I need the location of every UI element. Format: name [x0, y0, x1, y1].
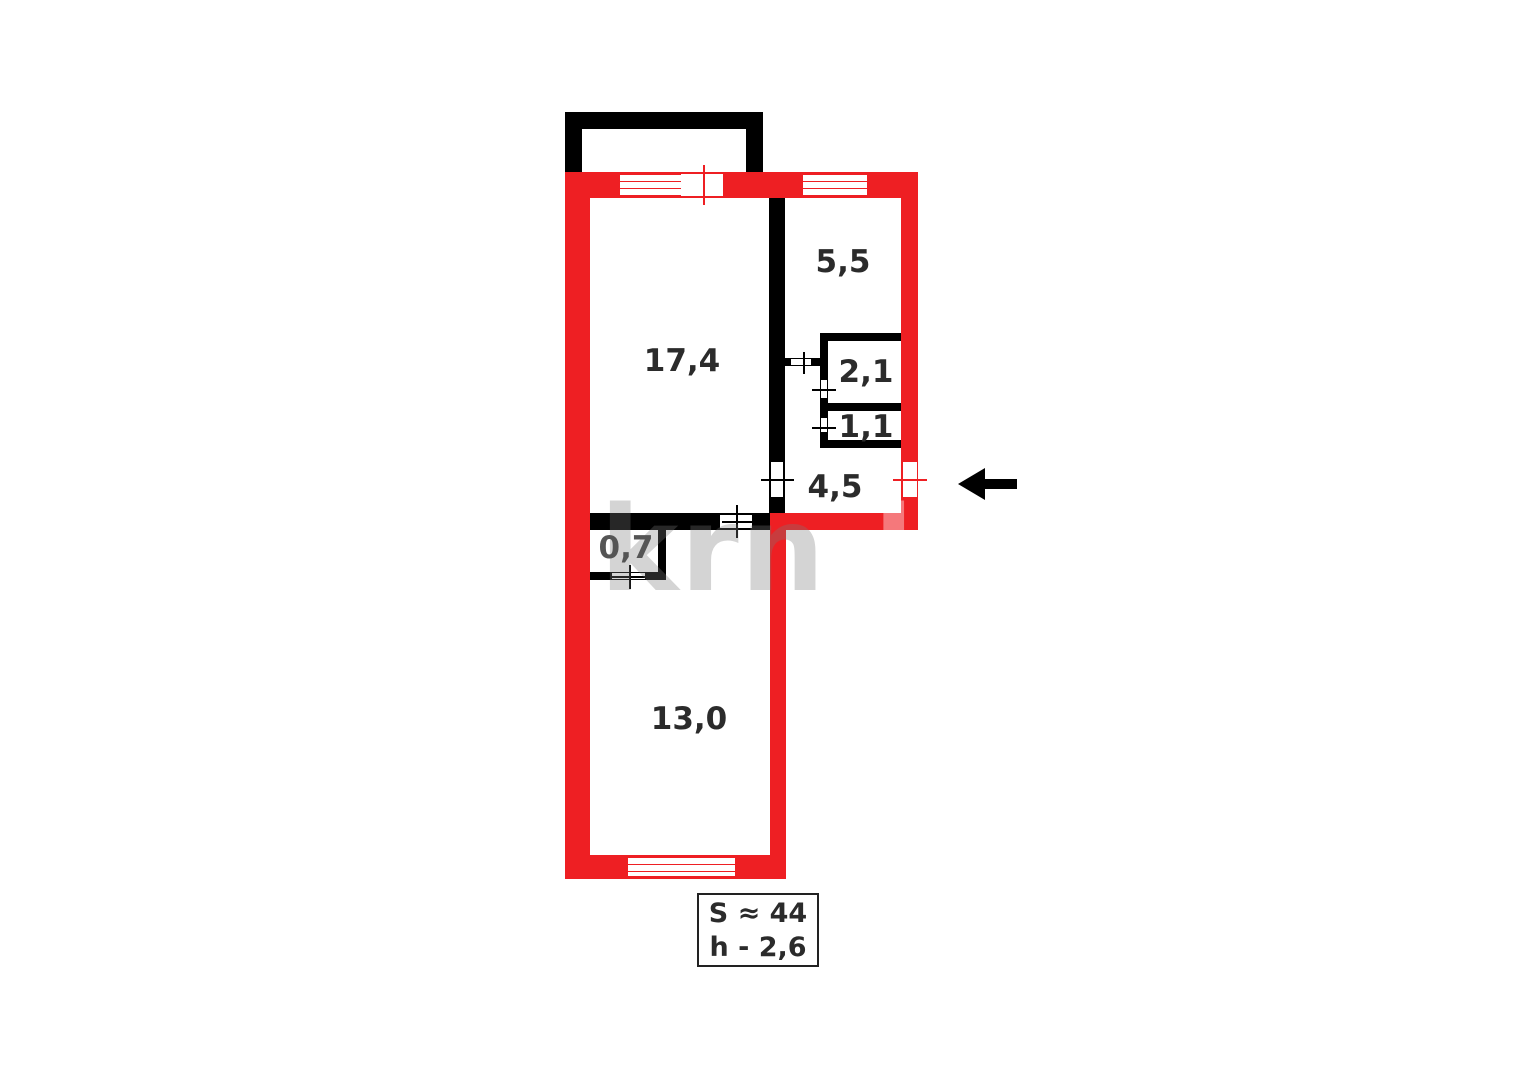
ceiling-height: h - 2,6 — [709, 932, 807, 963]
exterior-wall — [565, 172, 590, 879]
balcony-wall — [746, 112, 763, 174]
interior-wall — [820, 333, 901, 341]
exterior-wall — [901, 172, 918, 530]
door-swing-mark — [629, 565, 631, 589]
interior-wall — [820, 440, 901, 448]
watermark: krn.kz — [600, 480, 1025, 618]
room-area-closet: 0,7 — [598, 530, 654, 566]
window — [620, 174, 681, 196]
door-swing-mark — [812, 389, 836, 391]
room-area-living: 17,4 — [643, 343, 721, 379]
balcony-wall — [565, 112, 763, 129]
room-area-kitchen: 5,5 — [815, 244, 871, 280]
interior-wall — [658, 530, 666, 580]
interior-wall — [769, 198, 785, 513]
room-area-bedroom: 13,0 — [650, 701, 728, 737]
summary-box: S ≈ 44 h - 2,6 — [697, 893, 819, 967]
room-area-hallway: 4,5 — [807, 469, 863, 505]
door-swing-mark — [812, 427, 836, 429]
exterior-wall — [770, 513, 918, 530]
door-swing-mark — [761, 479, 794, 481]
door-swing-mark — [893, 479, 927, 481]
interior-wall — [820, 403, 901, 411]
room-area-toilet: 1,1 — [838, 409, 894, 445]
room-area-bathroom: 2,1 — [838, 354, 894, 390]
arrow-left-icon — [958, 468, 1017, 500]
balcony-door — [681, 174, 723, 196]
door-swing-mark — [722, 521, 754, 523]
door — [821, 418, 827, 432]
total-area: S ≈ 44 — [708, 898, 808, 929]
door-swing-mark — [703, 165, 705, 205]
door-swing-mark — [612, 576, 645, 578]
door — [791, 359, 811, 365]
window — [628, 857, 735, 877]
balcony-wall — [565, 112, 582, 174]
exterior-wall — [770, 513, 786, 879]
window — [803, 174, 867, 196]
door-swing-mark — [803, 352, 805, 374]
